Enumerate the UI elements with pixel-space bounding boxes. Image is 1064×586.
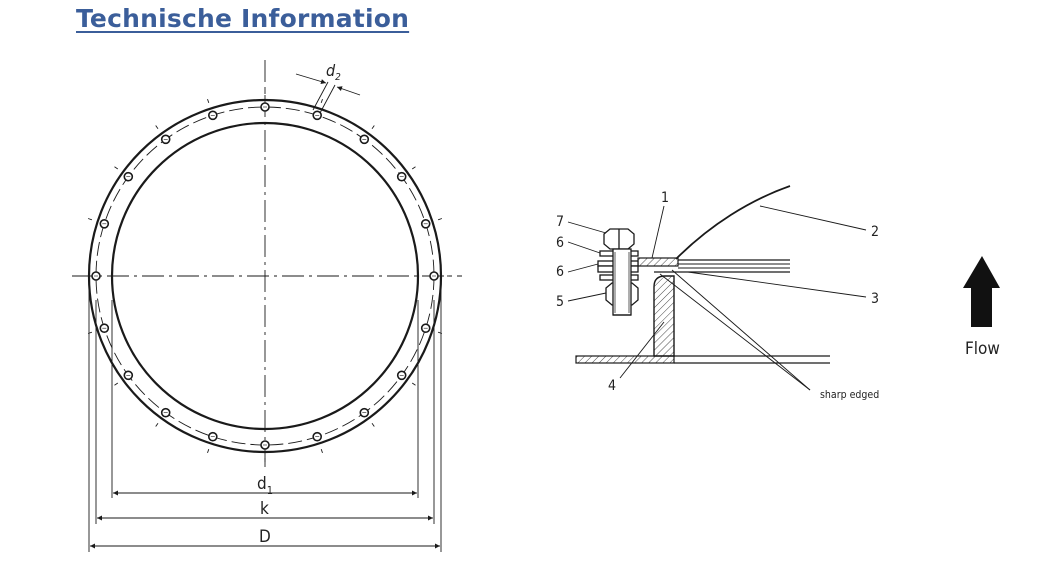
angle-profile xyxy=(653,275,675,357)
base-plate xyxy=(575,355,675,364)
bolt-assembly xyxy=(597,228,639,316)
outer-tick-mark xyxy=(87,218,93,221)
outer-tick-mark xyxy=(371,125,375,130)
flange-outer-circle xyxy=(87,98,443,454)
flow-label: Flow xyxy=(965,339,1000,359)
part-label-6-top: 6 xyxy=(556,235,564,251)
outer-tick-mark xyxy=(411,382,416,386)
part-label-6-lower: 6 xyxy=(556,264,564,280)
outer-tick-mark xyxy=(437,218,443,221)
dim-label-d1: d1 xyxy=(257,474,273,497)
curved-sheet-part-2 xyxy=(675,185,791,260)
bolt-holes xyxy=(91,102,439,450)
part-label-3: 3 xyxy=(871,291,879,307)
dim-label-d2: d2 xyxy=(326,61,341,83)
section-detail-view: 7 6 6 5 1 2 3 4 sharp edged xyxy=(556,185,879,401)
outer-tick-marks xyxy=(79,90,451,462)
outer-tick-mark xyxy=(207,98,210,104)
outer-tick-mark xyxy=(114,382,119,386)
outer-tick-mark xyxy=(114,166,119,170)
flow-indicator: Flow xyxy=(963,256,1000,359)
page-title: Technische Information xyxy=(76,4,410,33)
flow-arrow-icon xyxy=(963,256,1000,327)
dim-d2 xyxy=(295,73,361,114)
flange-inner-circle xyxy=(110,121,420,431)
dimension-extension-lines xyxy=(88,282,442,552)
part-label-7: 7 xyxy=(556,214,564,230)
dim-label-k: k xyxy=(260,499,269,519)
part-label-4: 4 xyxy=(608,378,616,394)
outer-tick-mark xyxy=(320,448,323,454)
part-label-1: 1 xyxy=(661,190,669,206)
sharp-edged-note: sharp edged xyxy=(820,389,879,401)
outer-tick-mark xyxy=(320,98,323,104)
part-label-2: 2 xyxy=(871,224,879,240)
outer-tick-mark xyxy=(155,422,159,427)
outer-tick-mark xyxy=(207,448,210,454)
outer-tick-mark xyxy=(155,125,159,130)
outer-tick-mark xyxy=(411,166,416,170)
dim-label-D: D xyxy=(259,527,271,547)
part-label-5: 5 xyxy=(556,294,564,310)
leader-lines xyxy=(567,205,867,391)
flange-front-view: d1 k D d2 xyxy=(72,60,462,552)
flange-ring-part-1 xyxy=(637,257,679,267)
outer-tick-mark xyxy=(371,422,375,427)
